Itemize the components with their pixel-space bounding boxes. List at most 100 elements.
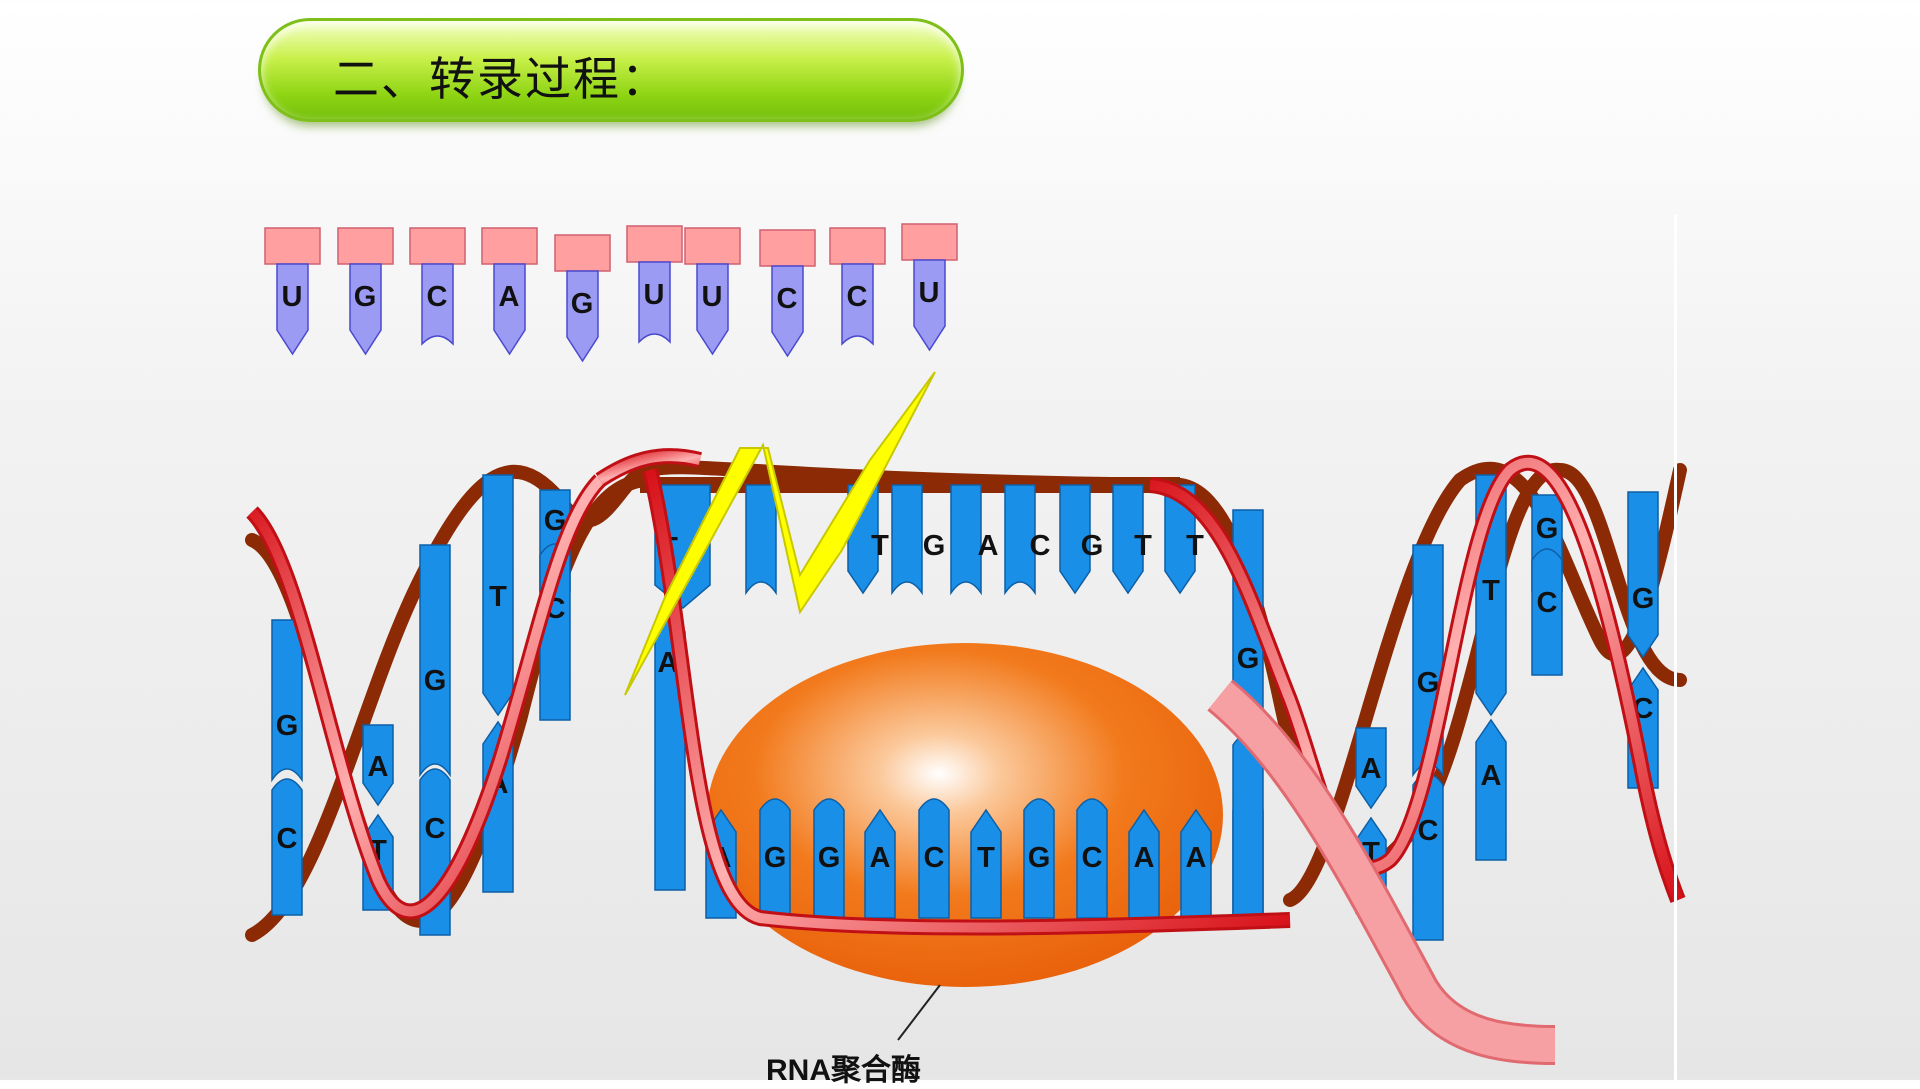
template-base-top-5 bbox=[1004, 484, 1036, 596]
template-base-bottom-6 bbox=[1023, 798, 1055, 919]
base-shape bbox=[1180, 808, 1212, 919]
free-nucleotide-C: C bbox=[829, 227, 886, 346]
left-helix-base-bottom-0 bbox=[271, 778, 303, 916]
right-helix-label-top: G bbox=[1536, 513, 1559, 545]
rna-ribbon-strands bbox=[246, 448, 1686, 1065]
base-shape bbox=[1164, 484, 1196, 595]
template-base-top-label: T bbox=[871, 530, 889, 562]
rna-base bbox=[493, 263, 526, 356]
rna-base bbox=[696, 263, 729, 356]
template-base-top-6 bbox=[1059, 484, 1091, 595]
template-base-bottom-label: T bbox=[977, 842, 995, 874]
right-helix-label-bottom: C bbox=[1418, 815, 1439, 847]
rna-base-label: G bbox=[354, 281, 377, 313]
ribose-cap bbox=[264, 227, 321, 265]
template-base-bottom-8 bbox=[1128, 808, 1160, 919]
rna-base-label: C bbox=[777, 283, 798, 315]
left-helix-label-top: G bbox=[544, 505, 567, 537]
template-base-bottom-7 bbox=[1076, 798, 1108, 919]
ribose-cap bbox=[901, 223, 958, 261]
base-shape bbox=[745, 484, 777, 596]
free-nucleotide-G: G bbox=[554, 234, 611, 363]
rna-base bbox=[276, 263, 309, 356]
ribose-cap bbox=[626, 225, 683, 263]
base-shape bbox=[482, 474, 514, 717]
rna-base bbox=[913, 259, 946, 352]
right-helix-label-bottom: C bbox=[1537, 587, 1558, 619]
right-helix-label-bottom: A bbox=[1481, 760, 1502, 792]
right-helix-base-bottom-2 bbox=[1475, 718, 1507, 861]
rna-base bbox=[638, 261, 671, 344]
template-base-top-8 bbox=[1164, 484, 1196, 595]
base-shape bbox=[1112, 484, 1144, 595]
left-helix-label-top: A bbox=[368, 751, 389, 783]
template-base-top-label: C bbox=[1030, 530, 1051, 562]
template-base-bottom-5 bbox=[970, 808, 1002, 919]
divider-line bbox=[1674, 215, 1677, 1080]
base-shape bbox=[950, 484, 982, 596]
template-base-top-1 bbox=[745, 484, 777, 596]
template-base-top-label: G bbox=[923, 530, 946, 562]
template-base-bottom-label: C bbox=[1082, 842, 1103, 874]
base-shape bbox=[1355, 727, 1387, 810]
lightning-shape bbox=[624, 371, 936, 696]
title-banner: 二、转录过程： bbox=[258, 18, 964, 122]
rna-ribbon-fill-2 bbox=[597, 451, 702, 485]
left-helix-label-top: G bbox=[424, 665, 447, 697]
rna-ribbon-fill-4 bbox=[1149, 457, 1683, 902]
free-nucleotide-A: A bbox=[481, 227, 538, 356]
base-shape bbox=[1023, 798, 1055, 919]
template-base-bottom-4 bbox=[918, 798, 950, 919]
middle-right-base-label: G bbox=[1237, 643, 1260, 675]
rna-ribbon-fill-5 bbox=[1209, 681, 1556, 1062]
template-base-bottom-2 bbox=[813, 798, 845, 919]
rna-base-label: C bbox=[847, 281, 868, 313]
left-helix-base-top-3 bbox=[482, 474, 514, 717]
right-helix-label-top: G bbox=[1417, 667, 1440, 699]
base-shape bbox=[813, 798, 845, 919]
template-base-top-label: T bbox=[1186, 530, 1204, 562]
template-base-bottom-label: A bbox=[870, 842, 891, 874]
lightning-bolt-icon bbox=[624, 371, 936, 696]
right-helix-base-top-4 bbox=[1627, 491, 1659, 659]
free-nucleotide-U: U bbox=[684, 227, 741, 356]
right-helix-label-top: T bbox=[1482, 575, 1500, 607]
rna-ribbon-fill-3 bbox=[645, 468, 1291, 933]
free-nucleotide-U: U bbox=[901, 223, 958, 352]
rna-base bbox=[566, 270, 599, 363]
ribose-cap bbox=[409, 227, 466, 265]
template-base-top-label: G bbox=[1081, 530, 1104, 562]
rna-base bbox=[771, 265, 804, 358]
base-shape bbox=[970, 808, 1002, 919]
template-base-bottom-1 bbox=[759, 798, 791, 919]
template-base-top-label: T bbox=[1134, 530, 1152, 562]
template-base-bottom-label: C bbox=[924, 842, 945, 874]
base-shape bbox=[1004, 484, 1036, 596]
template-base-bottom-3 bbox=[864, 808, 896, 919]
rna-base bbox=[349, 263, 382, 356]
template-base-bottom-9 bbox=[1180, 808, 1212, 919]
rna-base-label: G bbox=[571, 288, 594, 320]
left-helix-base-top-0 bbox=[271, 619, 303, 783]
rna-base bbox=[421, 263, 454, 346]
left-helix-base-top-2 bbox=[419, 544, 451, 778]
template-base-bottom-label: A bbox=[1134, 842, 1155, 874]
enzyme-label: RNA聚合酶 bbox=[766, 1054, 921, 1087]
right-helix-base-top-0 bbox=[1355, 727, 1387, 810]
template-base-top-4 bbox=[950, 484, 982, 596]
template-base-top-3 bbox=[891, 484, 923, 596]
ribose-cap bbox=[759, 229, 816, 267]
free-nucleotide-G: G bbox=[337, 227, 394, 356]
left-helix-label-bottom: C bbox=[277, 823, 298, 855]
ribose-cap bbox=[684, 227, 741, 265]
base-shape bbox=[419, 544, 451, 778]
free-nucleotide-U: U bbox=[264, 227, 321, 356]
template-base-bottom-label: A bbox=[1186, 842, 1207, 874]
right-helix-label-top: A bbox=[1361, 753, 1382, 785]
base-shape bbox=[271, 619, 303, 783]
template-base-bottom-label: G bbox=[764, 842, 787, 874]
base-shape bbox=[918, 798, 950, 919]
left-helix-base-top-1 bbox=[362, 724, 394, 807]
